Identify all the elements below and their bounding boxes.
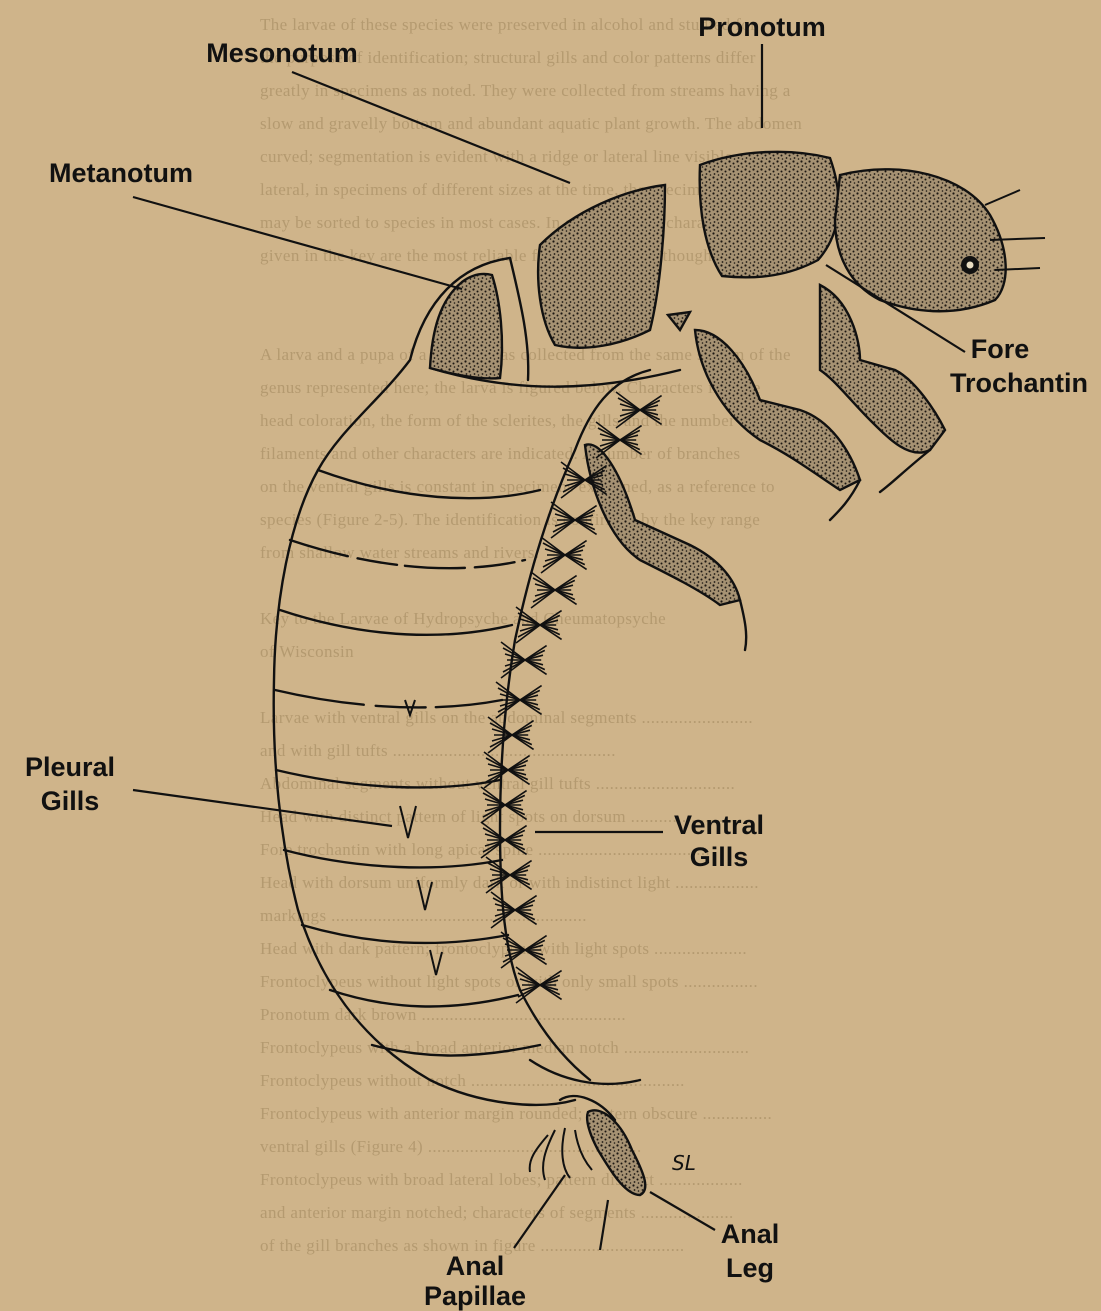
background-text-line: may be sorted to species in most cases. …: [260, 213, 739, 232]
gill-tuft: [501, 642, 547, 678]
gill-tuft: [531, 572, 577, 608]
background-text-line: head coloration, the form of the sclerit…: [260, 411, 784, 430]
background-text-line: species (Figure 2-5). The identification…: [260, 510, 760, 529]
background-text-line: from shallow water streams and rivers.: [260, 543, 540, 562]
label-anal-leg-2: Leg: [726, 1253, 774, 1283]
label-anal-papillae-1: Anal: [446, 1251, 505, 1281]
label-ventral-gills-2: Gills: [690, 842, 749, 872]
background-text-line: Frontoclypeus with a broad anterior medi…: [260, 1038, 749, 1057]
background-text-line: Pronotum dark brown ....................…: [260, 1005, 626, 1024]
background-text-line: Fore trochantin with long apical spine .…: [260, 840, 710, 859]
background-text-line: slow and gravelly bottom and abundant aq…: [260, 114, 802, 133]
background-text-line: Key to the Larvae of Hydropsyche and Che…: [260, 609, 666, 628]
background-text-line: curved; segmentation is evident with a r…: [260, 147, 733, 166]
gill-tuft: [541, 537, 587, 573]
background-text-line: on the ventral gills is constant in spec…: [260, 477, 775, 496]
label-pronotum: Pronotum: [698, 12, 826, 42]
label-mesonotum: Mesonotum: [206, 38, 358, 68]
background-text-line: Frontoclypeus with broad lateral lobes; …: [260, 1170, 743, 1189]
gill-tuft: [501, 932, 547, 968]
background-text-line: markings ...............................…: [260, 906, 587, 925]
background-text-line: and anterior margin notched; characters …: [260, 1203, 734, 1222]
label-fore-trochantin-1: Fore: [971, 334, 1030, 364]
label-fore-trochantin-2: Trochantin: [950, 368, 1088, 398]
background-text-line: Frontoclypeus with anterior margin round…: [260, 1104, 772, 1123]
label-pleural-gills-2: Gills: [41, 786, 100, 816]
background-text-line: given in the key are the most reliable f…: [260, 246, 770, 265]
background-text-line: genus represented here; the larva is fig…: [260, 378, 761, 397]
mesonotum-plate: [538, 185, 665, 348]
background-text-line: and with gill tufts ....................…: [260, 741, 616, 760]
metanotum-plate: [430, 274, 502, 378]
label-pleural-gills-1: Pleural: [25, 752, 115, 782]
label-metanotum: Metanotum: [49, 158, 193, 188]
pronotum-plate: [700, 152, 839, 278]
background-text-line: The larvae of these species were preserv…: [260, 15, 756, 34]
label-anal-leg-1: Anal: [721, 1219, 780, 1249]
head-capsule: [835, 169, 1006, 311]
label-anal-papillae-2: Papillae: [424, 1281, 526, 1311]
background-text-line: ventral gills (Figure 4) ...............…: [260, 1137, 642, 1156]
gill-tuft: [551, 502, 597, 538]
artist-signature: SL: [672, 1151, 696, 1175]
background-text-line: Frontoclypeus without notch ............…: [260, 1071, 685, 1090]
background-text-line: Head with dark pattern; frontoclypeus wi…: [260, 939, 747, 958]
label-ventral-gills-1: Ventral: [674, 810, 764, 840]
